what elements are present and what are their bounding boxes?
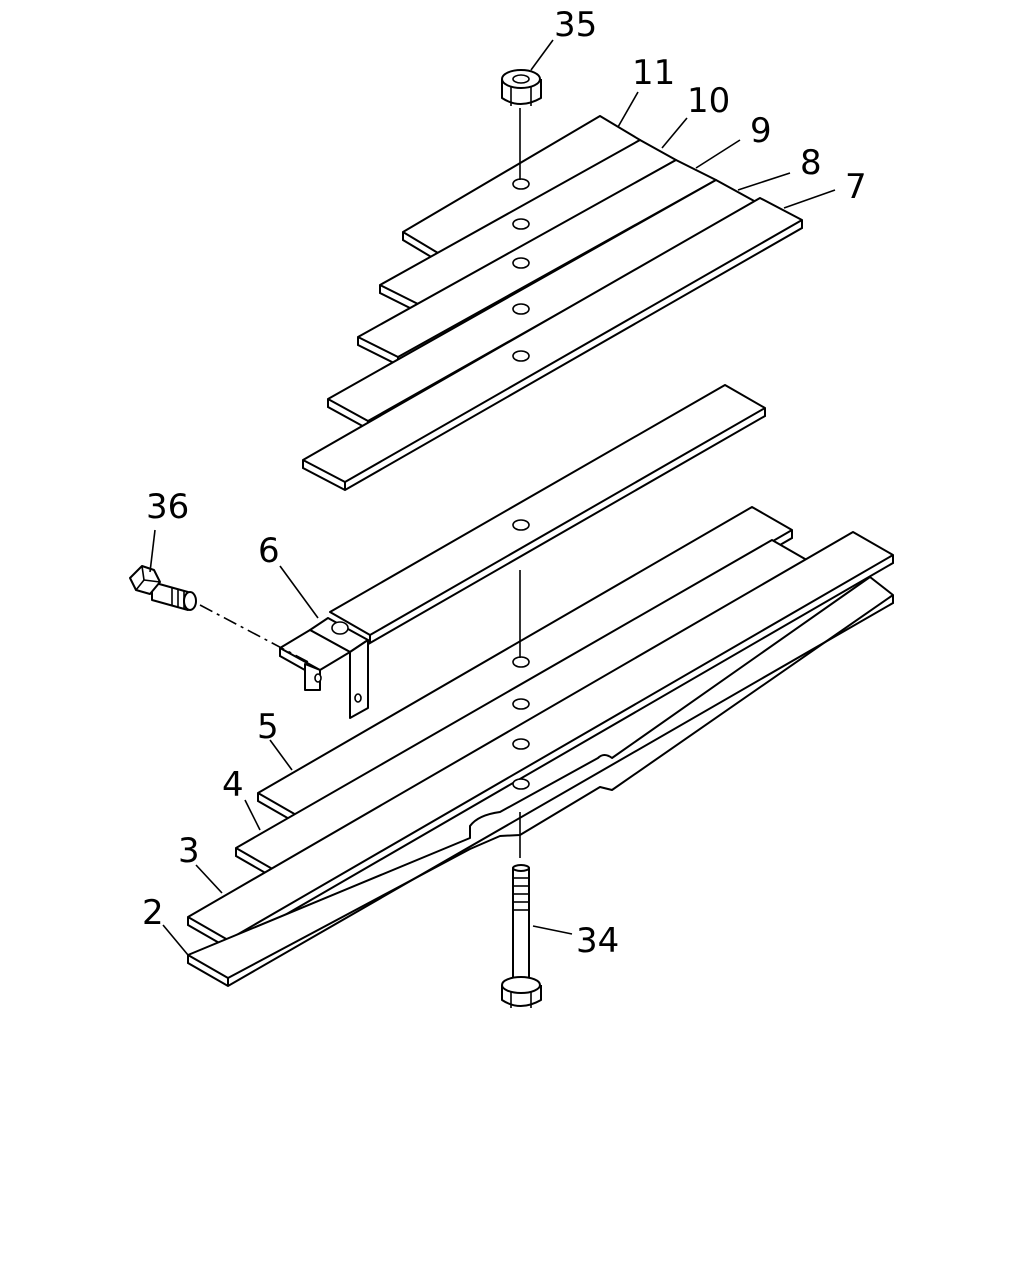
center-bolt-34 <box>501 864 542 1008</box>
leaf-7 <box>302 197 803 492</box>
callout-35: 35 <box>554 5 597 45</box>
bolt-36-axis <box>199 604 313 665</box>
nut-35 <box>501 69 542 106</box>
leader-lines <box>149 39 836 956</box>
callout-36: 36 <box>146 487 189 527</box>
clip-bracket <box>279 617 369 719</box>
callout-34: 34 <box>576 921 619 961</box>
callout-2: 2 <box>142 893 164 933</box>
callout-3: 3 <box>178 831 200 871</box>
leaf-2 <box>187 576 894 988</box>
callout-7: 7 <box>845 167 867 207</box>
callout-10: 10 <box>687 81 730 121</box>
callout-5: 5 <box>257 707 279 747</box>
callout-11: 11 <box>632 53 675 93</box>
side-bolt-36 <box>129 565 197 611</box>
leaf-3 <box>187 531 894 950</box>
callout-8: 8 <box>800 143 822 183</box>
callout-6: 6 <box>258 531 280 571</box>
callout-9: 9 <box>750 111 772 151</box>
leaf-6 <box>329 384 766 645</box>
callout-4: 4 <box>222 765 244 805</box>
